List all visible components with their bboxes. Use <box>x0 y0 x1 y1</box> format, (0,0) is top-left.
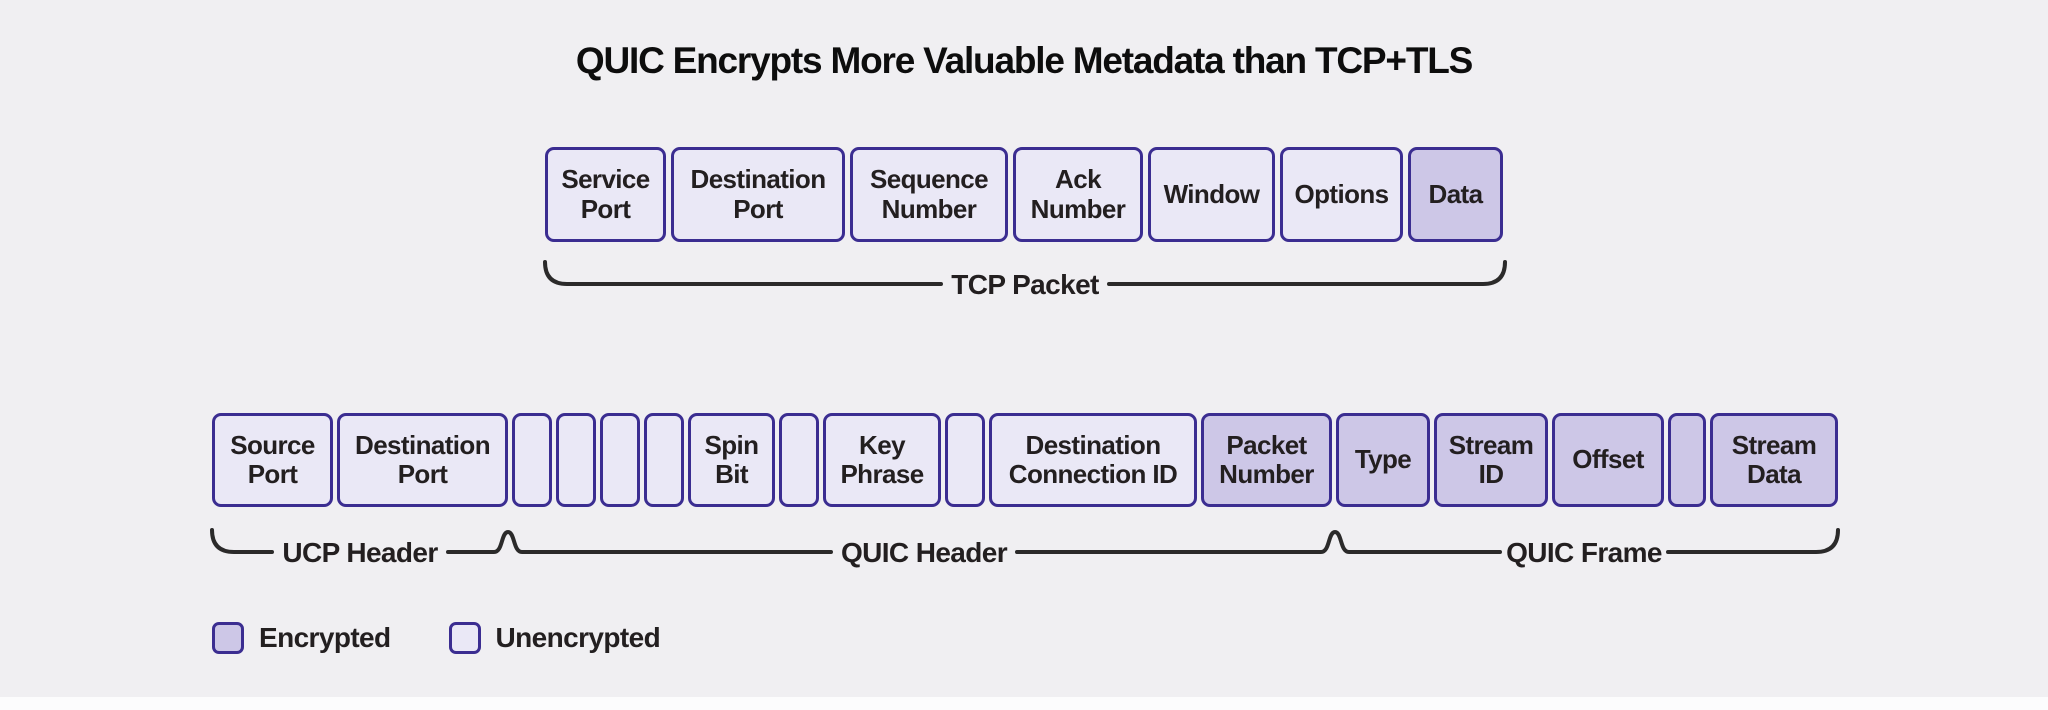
tcp-cell-options: Options <box>1280 147 1403 242</box>
tcp-packet-row: Service Port Destination Port Sequence N… <box>545 147 1505 242</box>
quic-cell-empty-1 <box>512 413 552 507</box>
page-title: QUIC Encrypts More Valuable Metadata tha… <box>575 40 1473 81</box>
quic-braces: UCP Header QUIC Header QUIC Frame <box>210 528 1840 568</box>
quic-cell-stream-data: Stream Data <box>1710 413 1838 507</box>
quic-cell-empty-3 <box>600 413 640 507</box>
tcp-cell-service-port: Service Port <box>545 147 666 242</box>
tcp-brace-left-line <box>543 260 943 286</box>
quic-cell-source-port: Source Port <box>212 413 333 507</box>
quic-cell-empty-4 <box>644 413 684 507</box>
quic-cell-destination-connection-id: Destination Connection ID <box>989 413 1197 507</box>
legend: Encrypted Unencrypted <box>212 622 661 654</box>
tcp-brace-label: TCP Packet <box>951 269 1099 300</box>
quic-header-brace-left-line <box>446 529 833 554</box>
tcp-cell-data: Data <box>1408 147 1503 242</box>
quic-cell-spin-bit: Spin Bit <box>688 413 775 507</box>
tcp-cell-ack-number: Ack Number <box>1013 147 1143 242</box>
quic-frame-brace-left-line <box>1015 529 1502 554</box>
quic-frame-brace-label: QUIC Frame <box>1506 537 1662 568</box>
quic-frame-brace-right-line <box>1666 528 1840 554</box>
tcp-brace-right-line <box>1107 260 1507 286</box>
encrypted-legend-label: Encrypted <box>259 622 391 653</box>
quic-cell-stream-id: Stream ID <box>1434 413 1548 507</box>
quic-cell-empty-6 <box>945 413 985 507</box>
quic-cell-type: Type <box>1336 413 1430 507</box>
unencrypted-legend-label: Unencrypted <box>495 622 661 653</box>
tcp-cell-destination-port: Destination Port <box>671 147 845 242</box>
quic-cell-destination-port: Destination Port <box>337 413 508 507</box>
ucp-header-brace-left-line <box>210 528 274 554</box>
quic-cell-key-phrase: Key Phrase <box>823 413 941 507</box>
tcp-cell-window: Window <box>1148 147 1275 242</box>
ucp-header-brace-label: UCP Header <box>282 537 438 568</box>
quic-cell-empty-2 <box>556 413 596 507</box>
tcp-packet-brace: TCP Packet <box>543 260 1507 300</box>
bottom-strip <box>0 697 2048 710</box>
encrypted-swatch-icon <box>212 622 244 654</box>
quic-cell-empty-7 <box>1668 413 1706 507</box>
quic-cell-packet-number: Packet Number <box>1201 413 1332 507</box>
quic-cell-offset: Offset <box>1552 413 1664 507</box>
quic-header-brace-label: QUIC Header <box>841 537 1008 568</box>
unencrypted-swatch-icon <box>448 622 481 654</box>
quic-cell-empty-5 <box>779 413 819 507</box>
tcp-cell-sequence-number: Sequence Number <box>850 147 1008 242</box>
quic-packet-row: Source Port Destination Port Spin Bit Ke… <box>212 413 1838 507</box>
